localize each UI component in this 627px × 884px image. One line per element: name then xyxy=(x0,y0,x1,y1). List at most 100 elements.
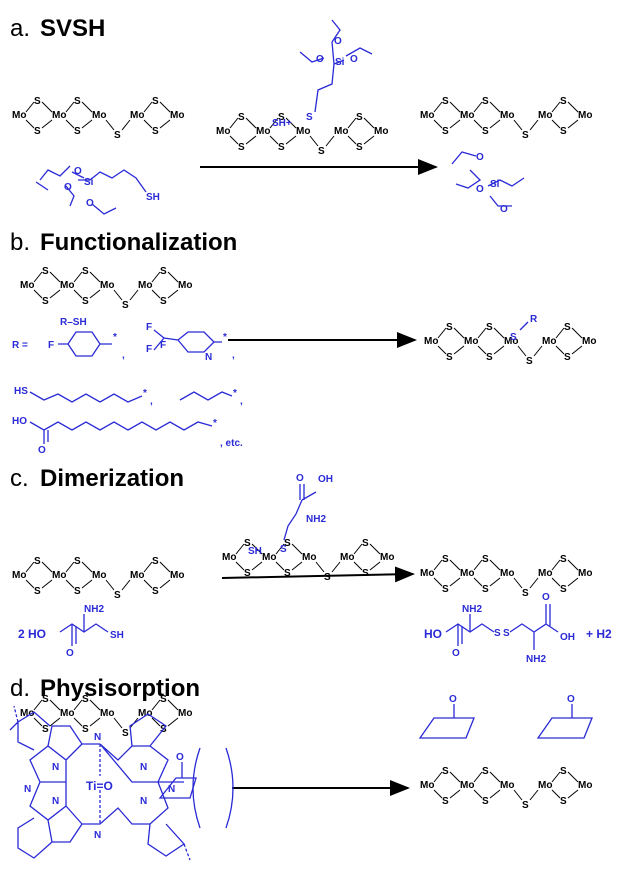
bond xyxy=(285,135,297,145)
s-atom: S xyxy=(34,586,41,597)
s-atom: S xyxy=(122,728,129,739)
s-atom: S xyxy=(482,584,489,595)
oh-group: OH xyxy=(318,474,333,485)
titanyl-phthalocyanine: N N N N N N N N Ti=O xyxy=(9,705,191,861)
bond xyxy=(73,699,83,711)
s-atom: S xyxy=(284,568,291,579)
bond xyxy=(473,119,483,129)
mo-atom: Mo xyxy=(420,780,434,791)
bond xyxy=(473,771,483,783)
bond xyxy=(433,559,443,571)
bond xyxy=(229,135,239,145)
s-atom: S xyxy=(160,266,167,277)
adsorbed-cyclohexanone-2: O xyxy=(536,694,593,739)
attachment-star: * xyxy=(213,418,217,429)
s-atom: S xyxy=(42,724,49,735)
bond xyxy=(105,119,115,131)
mo-atom: Mo xyxy=(256,126,270,137)
s-atom: S xyxy=(306,112,313,123)
bond xyxy=(167,717,179,727)
s-atom: S xyxy=(238,112,245,123)
s-atom: S xyxy=(122,300,129,311)
bond xyxy=(33,289,43,299)
bond xyxy=(151,271,161,283)
bond xyxy=(129,289,139,301)
s-atom: S xyxy=(152,586,159,597)
mo-atom: Mo xyxy=(578,780,592,791)
bond xyxy=(269,135,279,145)
o-atom: O xyxy=(476,152,484,163)
bond xyxy=(81,561,93,573)
section-a-heading: a. SVSH xyxy=(10,15,105,42)
n-atom: N xyxy=(24,784,31,795)
mo-atom: Mo xyxy=(170,570,184,581)
bond xyxy=(49,699,61,711)
mo-atom: Mo xyxy=(130,570,144,581)
bond xyxy=(143,561,153,573)
o-atom: O xyxy=(296,473,304,484)
section-b-title: Functionalization xyxy=(40,229,237,256)
s-atom: S xyxy=(560,584,567,595)
mo-atom: Mo xyxy=(216,126,230,137)
o-atom: O xyxy=(542,592,550,603)
cystine-product: HO NH2 O S S O OH NH2 + H2 xyxy=(424,592,612,665)
o-atom: O xyxy=(449,694,457,705)
f-atom: F xyxy=(160,340,166,351)
mo-atom: Mo xyxy=(12,570,26,581)
mo-atom: Mo xyxy=(178,280,192,291)
bond xyxy=(49,717,61,727)
s-atom: S xyxy=(442,796,449,807)
mo-atom: Mo xyxy=(500,780,514,791)
mo-atom: Mo xyxy=(52,570,66,581)
s-atom: S xyxy=(152,96,159,107)
o-atom: O xyxy=(316,54,324,65)
s-atom: S xyxy=(42,266,49,277)
s-atom: S xyxy=(114,590,121,601)
bond xyxy=(331,561,341,573)
s-atom: S xyxy=(560,126,567,137)
bond xyxy=(433,577,443,587)
bond xyxy=(269,117,279,129)
bond xyxy=(477,345,487,355)
bond xyxy=(159,101,171,113)
s-atom: S xyxy=(356,112,363,123)
o-atom: O xyxy=(350,54,358,65)
mo-atom: Mo xyxy=(578,110,592,121)
cysteine-reactant: 2 HO NH2 O SH xyxy=(18,604,124,659)
nh2-group: NH2 xyxy=(526,654,546,665)
bond xyxy=(65,561,75,573)
mo-atom: Mo xyxy=(542,336,556,347)
sh-group: SH xyxy=(146,192,160,203)
bond xyxy=(89,699,101,711)
bond xyxy=(81,101,93,113)
bond xyxy=(151,717,161,727)
s-atom: S xyxy=(526,356,533,367)
o-atom: O xyxy=(567,694,575,705)
s-atom: S xyxy=(244,568,251,579)
s-atom: S xyxy=(486,352,493,363)
bond xyxy=(167,699,179,711)
bond xyxy=(291,543,303,555)
hs-group: HS xyxy=(14,386,28,397)
bond xyxy=(533,345,543,357)
n-atom: N xyxy=(52,796,59,807)
bond xyxy=(513,119,523,131)
mo-atom: Mo xyxy=(538,780,552,791)
mo-atom: Mo xyxy=(302,552,316,563)
mo-atom: Mo xyxy=(420,568,434,579)
s-atom: S xyxy=(486,322,493,333)
reaction-arrow-c xyxy=(221,566,415,583)
bond xyxy=(143,101,153,113)
mo-atom: Mo xyxy=(100,280,114,291)
s-atom: S xyxy=(362,568,369,579)
attachment-star: * xyxy=(113,332,117,343)
mo-atom: Mo xyxy=(582,336,596,347)
s-atom: S xyxy=(482,554,489,565)
s-atom: S xyxy=(152,556,159,567)
